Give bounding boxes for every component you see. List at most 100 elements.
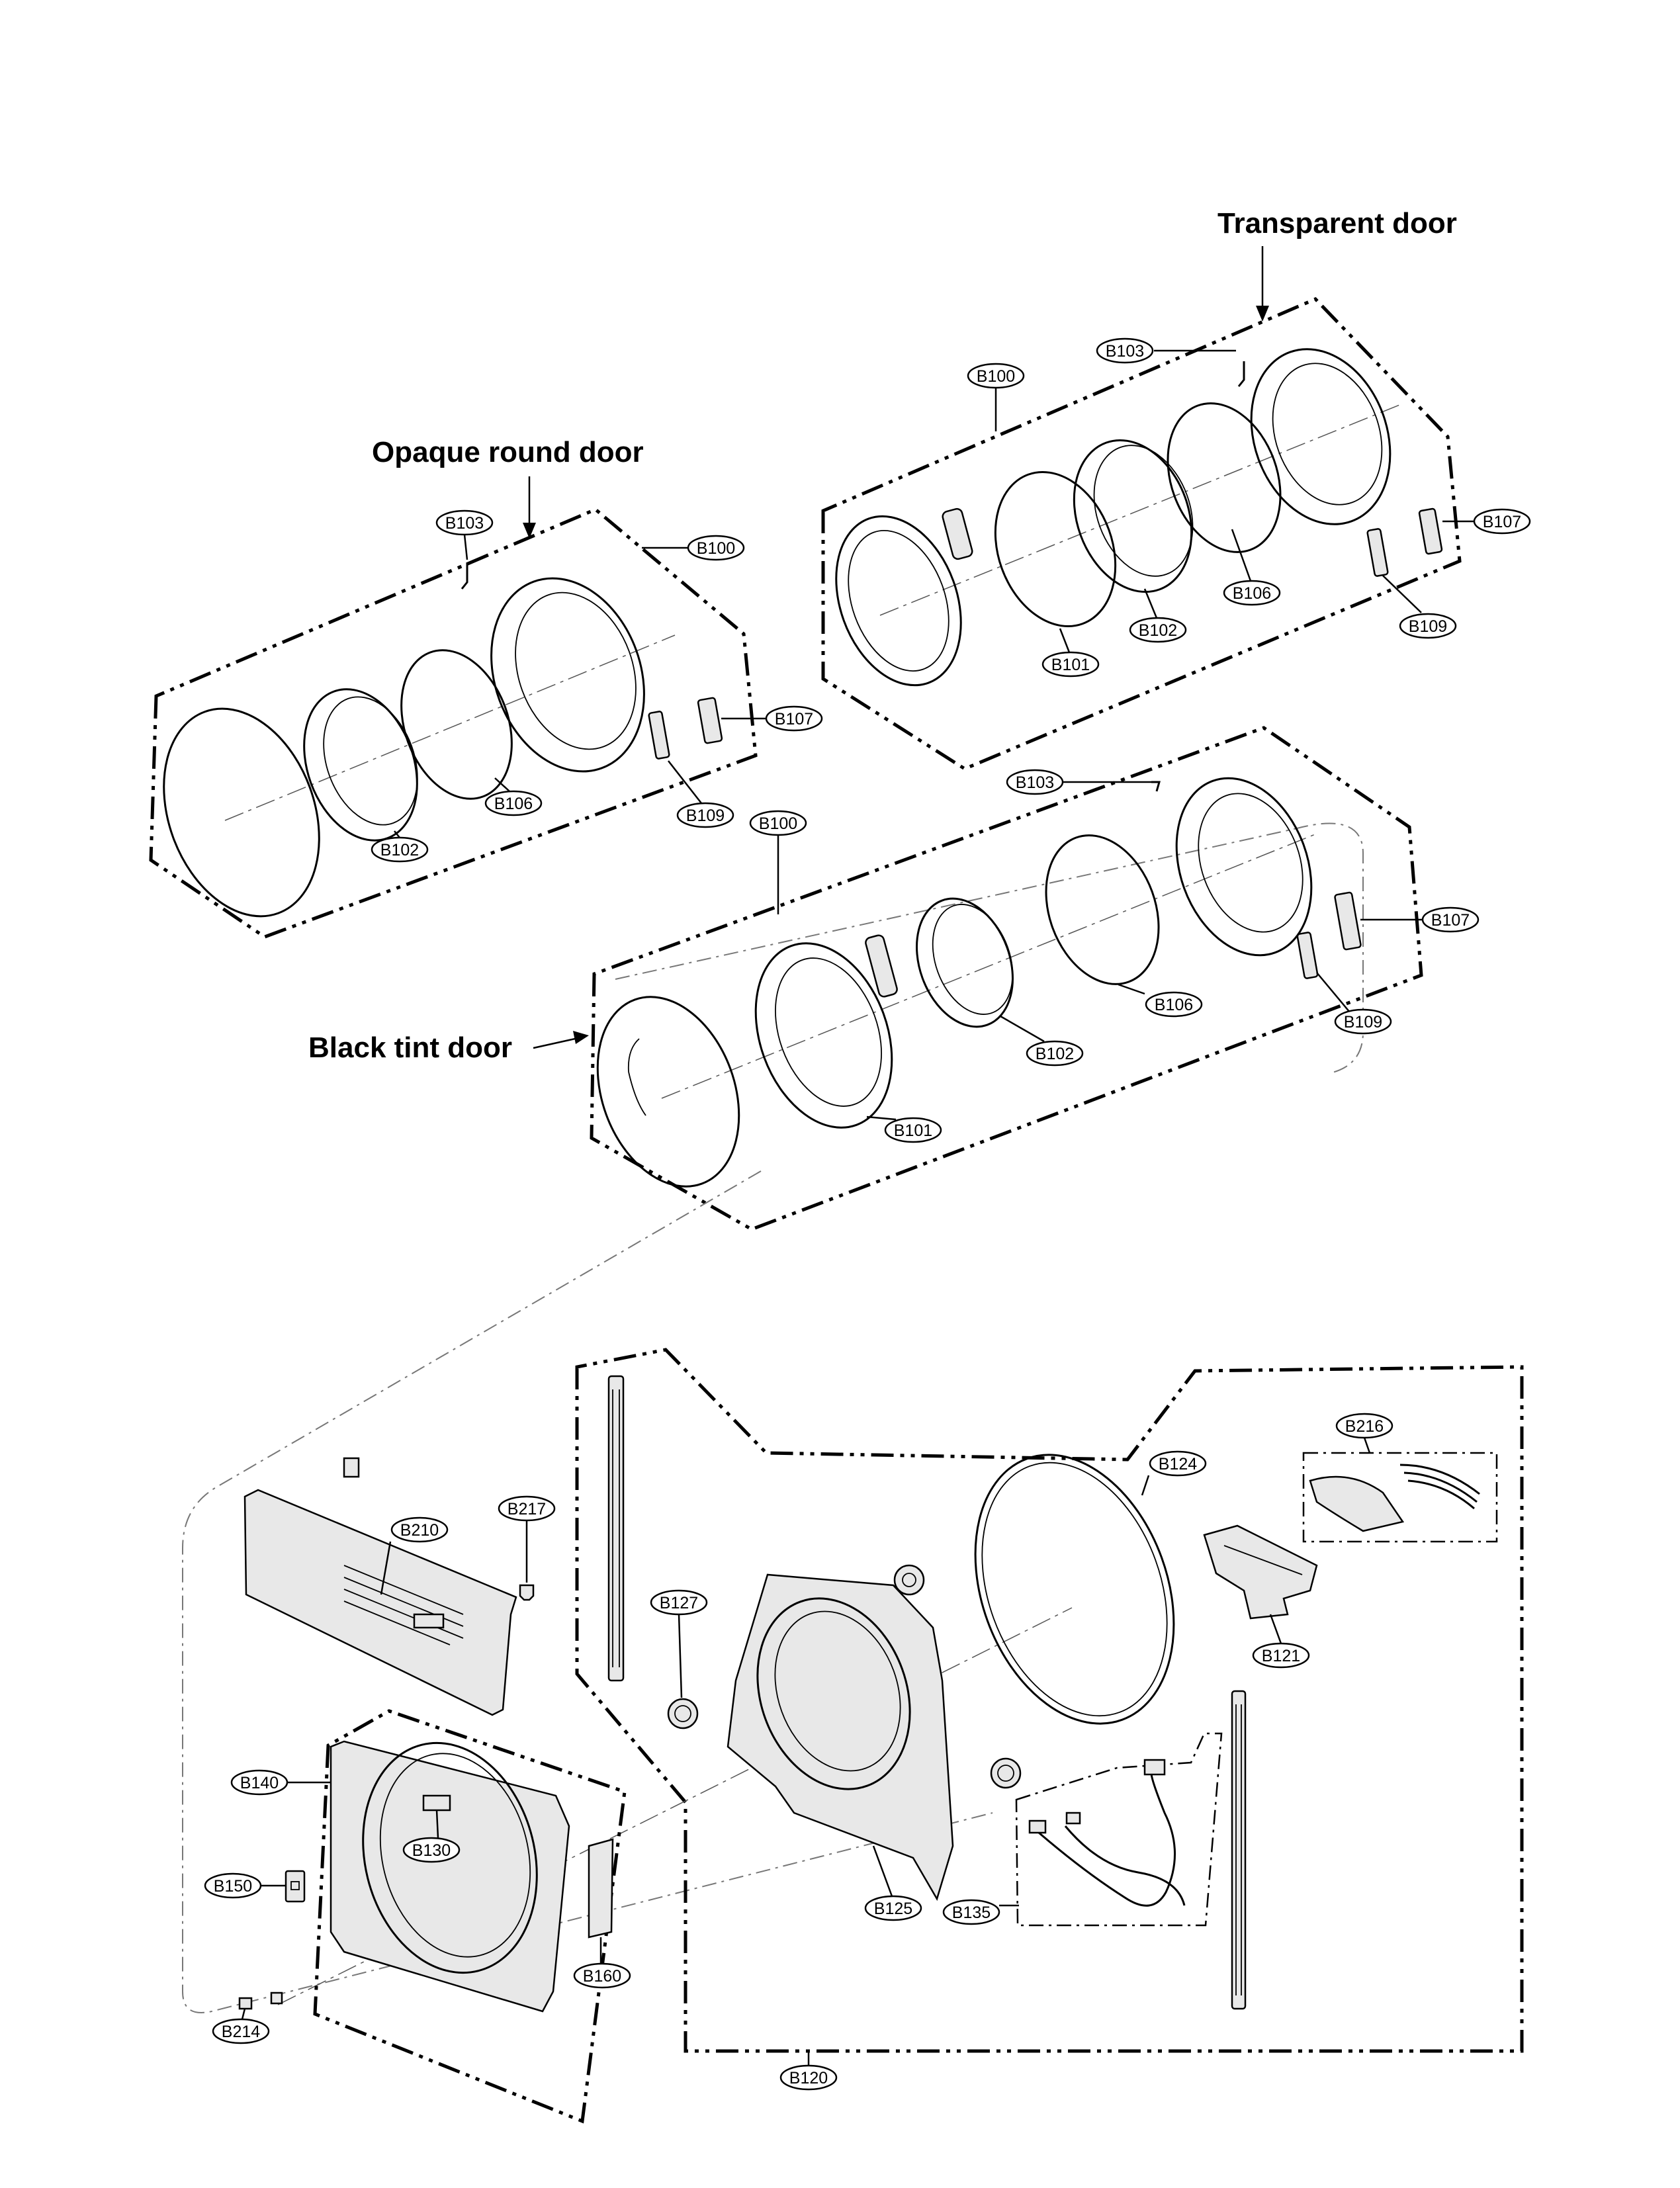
callout-b120: B120 (789, 2069, 828, 2087)
callout-b140: B140 (240, 1774, 279, 1792)
transparent-door-glass (994, 470, 1117, 628)
transparent-door-frame (1250, 348, 1392, 525)
callout-b125: B125 (874, 1900, 912, 1918)
screw-b217 (519, 1584, 535, 1601)
black-tint-door-hinge (1334, 891, 1362, 951)
transparent-door-axis (879, 403, 1403, 616)
callout-transparent-b102: B102 (1139, 621, 1177, 640)
latch-bracket-b150 (285, 1870, 306, 1903)
front-cover-assembly: B210 B217 B140 B130 B150 B160 B214 (204, 1457, 631, 2124)
callout-opaque-b106: B106 (494, 795, 533, 813)
harness-group-box (1015, 1732, 1223, 1927)
screw-b214 (238, 1997, 253, 2010)
heading-black-tint-door: Black tint door (308, 1031, 512, 1064)
callout-b216: B216 (1345, 1417, 1384, 1436)
front-frame-assembly: B216 B124 B121 B127 B125 B135 B120 (277, 1348, 1524, 2091)
black-tint-door-inner-ring-lip (932, 904, 1014, 1015)
front-frame-boundary (575, 1348, 1524, 2053)
callout-transparent-b101: B101 (1051, 656, 1090, 674)
callout-b210: B210 (400, 1521, 439, 1540)
callout-transparent-b106: B106 (1233, 584, 1271, 603)
plug-b127-second (990, 1757, 1022, 1789)
callout-b135: B135 (952, 1904, 991, 1922)
transparent-door-handle (942, 507, 973, 560)
plug-b127 (667, 1698, 699, 1729)
transparent-door-assembly: B103 B100 B107 B106 B102 B101 B109 (821, 297, 1531, 771)
heading-transparent-door: Transparent door (1217, 207, 1457, 240)
callout-black-tint-b109: B109 (1344, 1013, 1382, 1031)
black-tint-door-axis (661, 833, 1317, 1099)
black-tint-door-hinge-plate (1296, 932, 1319, 979)
arrow-black-tint-door (533, 1036, 582, 1049)
callout-opaque-b102: B102 (380, 841, 419, 859)
opaque-round-door-assembly: B103 B100 B107 B106 B102 B109 (149, 507, 823, 939)
black-tint-door-subgroup (615, 822, 1364, 1074)
black-tint-door-hook (1151, 781, 1161, 792)
opaque-door-inner-ring-lip (323, 696, 418, 826)
opaque-door-frame-opening (515, 591, 637, 750)
front-cover-door-opening (362, 1741, 538, 1974)
callout-transparent-b100: B100 (977, 367, 1015, 386)
callout-opaque-b103: B103 (445, 514, 484, 533)
opaque-door-hinge (697, 697, 723, 744)
lint-filter (1309, 1475, 1405, 1532)
front-frame-housing (727, 1573, 954, 1902)
opaque-door-gasket (400, 649, 513, 800)
transparent-door-hinge-plate (1366, 528, 1389, 577)
transparent-door-front-cover-inner (848, 529, 950, 672)
opaque-door-frame (490, 577, 645, 773)
lint-filter-group-box (1302, 1452, 1498, 1543)
black-tint-door-assembly: B103 B100 B107 B106 B102 B101 B109 (590, 726, 1480, 1231)
callout-b150: B150 (214, 1877, 252, 1896)
transparent-door-gasket (1167, 402, 1282, 553)
black-tint-door-outer-cover (596, 996, 740, 1188)
hinge-bracket-b160 (588, 1838, 614, 1939)
transparent-door-hinge (1418, 507, 1443, 555)
wire-harness (1038, 1772, 1186, 1907)
black-tint-door-gasket (1045, 834, 1160, 985)
callout-opaque-b100: B100 (697, 539, 735, 558)
callout-opaque-b109: B109 (686, 807, 725, 825)
callout-black-tint-b101: B101 (894, 1121, 932, 1140)
opaque-door-hook (461, 562, 468, 590)
transparent-door-inner-ring-lip (1093, 445, 1194, 577)
front-frame-opening (756, 1597, 911, 1790)
transparent-door-front-cover (835, 515, 962, 687)
black-tint-door-handle (865, 934, 898, 998)
black-tint-door-cover-recess (627, 1038, 646, 1116)
callout-b127: B127 (660, 1594, 698, 1612)
door-switch (422, 1794, 451, 1812)
black-tint-door-frame (1175, 777, 1313, 957)
transparent-door-frame-opening (1272, 363, 1383, 505)
black-tint-door-inner-ring (916, 897, 1014, 1028)
callout-transparent-b103: B103 (1106, 342, 1144, 361)
arrowhead-black-tint-door (573, 1031, 589, 1044)
transparent-door-inner-ring (1073, 439, 1193, 593)
heading-opaque-round-door: Opaque round door (372, 436, 644, 468)
tag-oval (1096, 337, 1154, 364)
black-tint-door-glass-frame (754, 942, 893, 1129)
harness-connector (1143, 1759, 1166, 1776)
lint-filter-housing (1203, 1524, 1318, 1620)
opaque-door-axis (224, 635, 676, 821)
opaque-door-hinge-plate (648, 711, 670, 760)
front-cover-boundary (313, 1709, 627, 2124)
lint-filter-mesh (1399, 1464, 1480, 1510)
black-tint-door-boundary (590, 726, 1423, 1231)
right-side-rail (1231, 1690, 1247, 2010)
front-cover-panel (330, 1740, 570, 2013)
door-gasket-ring (974, 1454, 1175, 1725)
callout-black-tint-b100: B100 (759, 814, 797, 833)
callout-opaque-b107: B107 (775, 710, 813, 728)
callout-black-tint-b107: B107 (1431, 911, 1470, 930)
left-side-rail (607, 1375, 625, 1682)
black-tint-door-glass (775, 957, 882, 1107)
black-tint-door-frame-opening (1198, 793, 1304, 933)
opaque-door-boundary (149, 507, 758, 939)
arrowhead-transparent-door (1256, 306, 1269, 322)
opaque-door-outer-cover (163, 707, 320, 918)
callout-transparent-b109: B109 (1409, 617, 1447, 636)
callout-b217: B217 (508, 1500, 546, 1518)
transparent-door-boundary (821, 297, 1462, 771)
